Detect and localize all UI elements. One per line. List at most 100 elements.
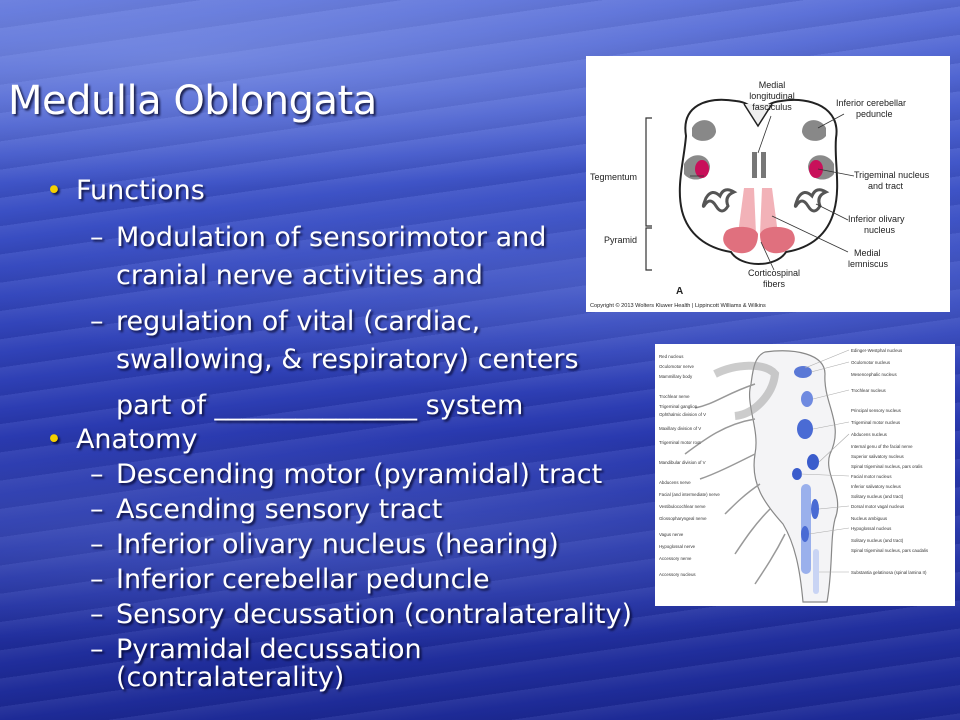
- svg-text:Dorsal motor vagal nucleus: Dorsal motor vagal nucleus: [851, 504, 905, 509]
- svg-text:Oculomotor nucleus: Oculomotor nucleus: [851, 360, 891, 365]
- svg-text:Hypoglossal nucleus: Hypoglossal nucleus: [851, 526, 892, 531]
- anatomy-heading: Anatomy: [75, 424, 198, 455]
- dash-icon: –: [90, 306, 104, 337]
- svg-text:Mandibular division of V: Mandibular division of V: [659, 460, 706, 465]
- trigeminal-nucleus-left: [695, 160, 709, 178]
- trigeminal-motor-nucleus: [797, 419, 813, 439]
- medial-lemniscus-right: [760, 188, 778, 234]
- functions-heading: Functions: [75, 175, 205, 206]
- oculomotor-nucleus: [794, 366, 812, 378]
- fourth-ventricle: [743, 103, 773, 128]
- trigeminal-nucleus-right: [809, 160, 823, 178]
- function-item: –Modulation of sensorimotor and: [90, 222, 547, 253]
- svg-text:Solitary nucleus (and tract): Solitary nucleus (and tract): [851, 538, 904, 543]
- anatomy-item: –Sensory decussation (contralaterality): [90, 599, 633, 630]
- svg-text:Facial motor nucleus: Facial motor nucleus: [851, 474, 892, 479]
- svg-text:Ophthalmic division of V: Ophthalmic division of V: [659, 412, 706, 417]
- svg-text:Glossopharyngeal nerve: Glossopharyngeal nerve: [659, 516, 707, 521]
- inferior-cerebellar-peduncle-right: [802, 120, 826, 141]
- bullet-functions: • Functions: [46, 175, 205, 207]
- function-item-fill-blank: part of _______________ system: [116, 390, 524, 421]
- svg-text:Oculomotor nerve: Oculomotor nerve: [659, 364, 694, 369]
- label-tegmentum: Tegmentum: [590, 172, 637, 182]
- bullet-anatomy: •Anatomy: [46, 424, 197, 456]
- svg-text:Accessory nerve: Accessory nerve: [659, 556, 692, 561]
- mlf-left: [752, 152, 757, 178]
- dash-icon: –: [90, 564, 104, 595]
- anatomy-item-continued: (contralaterality): [116, 662, 345, 693]
- anatomy-item: –Pyramidal decussation: [90, 634, 422, 665]
- tegmentum-bracket: [645, 117, 652, 227]
- inferior-olive-right: [793, 188, 830, 213]
- trochlear-nucleus: [801, 391, 813, 407]
- inferior-olive-left: [701, 188, 738, 213]
- hypoglossal-nucleus: [801, 526, 809, 542]
- svg-text:Spinal trigeminal nucleus, par: Spinal trigeminal nucleus, pars caudalis: [851, 548, 929, 553]
- anatomy-item: –Ascending sensory tract: [90, 494, 443, 525]
- dorsal-motor-vagal-nucleus: [811, 499, 819, 519]
- svg-text:Substantia gelatinosa (spinal: Substantia gelatinosa (spinal lamina II): [851, 570, 927, 575]
- dash-icon: –: [90, 459, 104, 490]
- svg-text:Trochlear nucleus: Trochlear nucleus: [851, 388, 887, 393]
- svg-text:Solitary nucleus (and tract): Solitary nucleus (and tract): [851, 494, 904, 499]
- function-item-continued: swallowing, & respiratory) centers: [116, 344, 579, 375]
- svg-text:Trochlear nerve: Trochlear nerve: [659, 394, 690, 399]
- pyramid-bracket: [645, 227, 652, 271]
- mlf-right: [761, 152, 766, 178]
- substantia-gelatinosa: [813, 549, 819, 594]
- abducens-nucleus: [807, 454, 819, 470]
- slide-title: Medulla Oblongata: [8, 78, 377, 124]
- brainstem-nuclei-diagram: Red nucleus Oculomotor nerve Mammillary …: [659, 348, 929, 603]
- svg-text:Spinal trigeminal nucleus, par: Spinal trigeminal nucleus, pars oralis: [851, 464, 923, 469]
- brainstem-nuclei-figure: Red nucleus Oculomotor nerve Mammillary …: [655, 344, 955, 606]
- function-item-continued: cranial nerve activities and: [116, 260, 483, 291]
- left-nerve-labels: Red nucleus Oculomotor nerve Mammillary …: [659, 354, 720, 577]
- label-panel-a: A: [676, 286, 683, 297]
- facial-motor-nucleus: [792, 468, 802, 480]
- inferior-cerebellar-peduncle-left: [692, 120, 716, 141]
- svg-text:Red nucleus: Red nucleus: [659, 354, 684, 359]
- svg-text:Mesencephalic nucleus: Mesencephalic nucleus: [851, 372, 897, 377]
- svg-text:Trigeminal motor nucleus: Trigeminal motor nucleus: [851, 420, 901, 425]
- svg-text:Inferior salivatory nucleus: Inferior salivatory nucleus: [851, 484, 902, 489]
- svg-text:Trigeminal motor root: Trigeminal motor root: [659, 440, 701, 445]
- svg-text:Facial (and intermediate) nerv: Facial (and intermediate) nerve: [659, 492, 720, 497]
- dash-icon: –: [90, 529, 104, 560]
- pyramid-right: [760, 226, 795, 254]
- dash-icon: –: [90, 599, 104, 630]
- anatomy-item: –Inferior cerebellar peduncle: [90, 564, 490, 595]
- svg-text:Vestibulocochlear nerve: Vestibulocochlear nerve: [659, 504, 706, 509]
- svg-text:Hypoglossal nerve: Hypoglossal nerve: [659, 544, 696, 549]
- svg-text:Superior salivatory nucleus: Superior salivatory nucleus: [851, 454, 905, 459]
- bullet-dot-icon: •: [46, 175, 62, 206]
- svg-text:Internal genu of the facial ne: Internal genu of the facial nerve: [851, 444, 913, 449]
- anatomy-item: –Descending motor (pyramidal) tract: [90, 459, 603, 490]
- svg-text:Edinger-Westphal nucleus: Edinger-Westphal nucleus: [851, 348, 903, 353]
- dash-icon: –: [90, 634, 104, 665]
- svg-text:Abducens nucleus: Abducens nucleus: [851, 432, 888, 437]
- svg-text:Accessory nucleus: Accessory nucleus: [659, 572, 696, 577]
- svg-text:Maxillary division of V: Maxillary division of V: [659, 426, 701, 431]
- pyramid-left: [723, 226, 758, 254]
- svg-text:Principal sensory nucleus: Principal sensory nucleus: [851, 408, 902, 413]
- copyright-notice: Copyright © 2013 Wolters Kluwer Health |…: [590, 302, 766, 309]
- svg-text:Mammillary body: Mammillary body: [659, 374, 693, 379]
- svg-text:Nucleus ambiguus: Nucleus ambiguus: [851, 516, 888, 521]
- anatomy-item: –Inferior olivary nucleus (hearing): [90, 529, 559, 560]
- svg-text:Vagus nerve: Vagus nerve: [659, 532, 684, 537]
- dash-icon: –: [90, 494, 104, 525]
- svg-text:Trigeminal ganglion: Trigeminal ganglion: [659, 404, 698, 409]
- function-item: –regulation of vital (cardiac,: [90, 306, 481, 337]
- medial-lemniscus-left: [738, 188, 756, 234]
- right-nucleus-labels: Edinger-Westphal nucleus Oculomotor nucl…: [851, 348, 929, 575]
- label-pyramid: Pyramid: [604, 235, 637, 245]
- svg-text:Abducens nerve: Abducens nerve: [659, 480, 691, 485]
